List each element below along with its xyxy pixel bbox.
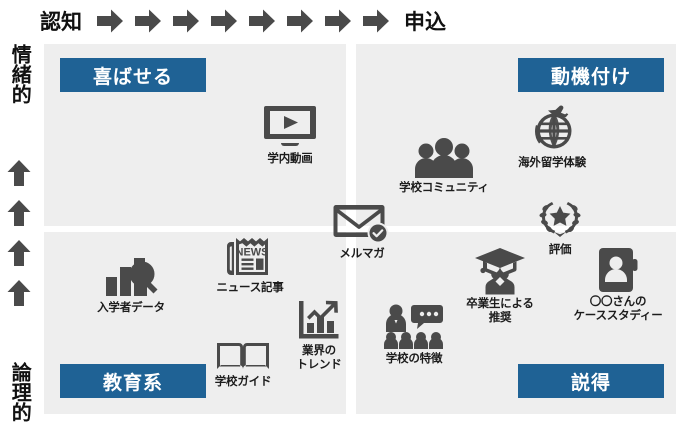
item-school-feature-label: 学校の特徴 (385, 353, 443, 365)
item-abroad-label: 海外留学体験 (518, 157, 586, 169)
item-mailmag-label: メルマガ (339, 248, 385, 260)
arrow-up-icon (7, 200, 31, 226)
graduate-icon (473, 246, 527, 296)
trend-chart-icon (296, 299, 342, 343)
item-admission-data-label: 入学者データ (97, 302, 165, 314)
item-alumni-recommendation[interactable]: 卒業生による 推奨 (448, 246, 552, 325)
item-case-study-label: 〇〇さんの ケーススタディー (573, 296, 663, 322)
bar-chart-search-icon (102, 254, 160, 300)
item-community[interactable]: 学校コミュニティ (386, 138, 502, 196)
item-news-article-label: ニュース記事 (216, 282, 284, 294)
people-group-icon (412, 138, 476, 180)
item-industry-trend[interactable]: 業界の トレンド (278, 299, 360, 372)
arrow-right-icon (97, 9, 123, 33)
tone-axis: 情緒的 論理的 (0, 42, 38, 424)
funnel-axis-start-label: 認知 (40, 11, 82, 34)
arrow-right-icon (173, 9, 199, 33)
presenter-audience-icon (383, 303, 445, 351)
arrow-up-icon (7, 240, 31, 266)
item-news-article[interactable]: NEWS ニュース記事 (200, 232, 300, 296)
item-school-guide[interactable]: 学校ガイド (196, 340, 290, 390)
item-rating[interactable]: 評価 (512, 198, 608, 258)
item-industry-trend-label: 業界の トレンド (296, 345, 342, 371)
newspaper-icon: NEWS (222, 232, 278, 280)
funnel-arrow-row (96, 8, 390, 34)
arrow-right-icon (363, 9, 389, 33)
quadrant-title-top-left: 喜ばせる (60, 58, 206, 92)
contact-book-icon (595, 246, 641, 294)
item-school-feature[interactable]: 学校の特徴 (366, 303, 462, 367)
item-video[interactable]: 学内動画 (238, 103, 342, 167)
funnel-axis: 認知 (40, 0, 676, 42)
monitor-play-icon (263, 103, 317, 151)
quadrant-title-bottom-left: 教育系 (60, 364, 206, 398)
arrow-right-icon (287, 9, 313, 33)
tone-axis-top-label: 情緒的 (8, 44, 31, 104)
item-video-label: 学内動画 (267, 153, 313, 165)
arrow-up-icon (7, 280, 31, 306)
envelope-check-icon (333, 200, 391, 246)
newspaper-masthead-text: NEWS (236, 247, 269, 259)
arrow-up-icon (7, 160, 31, 186)
item-case-study[interactable]: 〇〇さんの ケーススタディー (562, 246, 674, 323)
arrow-right-icon (325, 9, 351, 33)
globe-airplane-icon (526, 103, 578, 155)
item-school-guide-label: 学校ガイド (214, 376, 272, 388)
item-alumni-recommendation-label: 卒業生による 推奨 (466, 298, 534, 324)
item-admission-data[interactable]: 入学者データ (76, 254, 186, 316)
item-rating-label: 評価 (548, 244, 572, 256)
arrow-right-icon (249, 9, 275, 33)
item-community-label: 学校コミュニティ (399, 182, 489, 194)
item-mailmag[interactable]: メルマガ (312, 200, 412, 262)
tone-axis-bottom-label: 論理的 (8, 362, 31, 422)
tone-arrow-column (6, 159, 32, 307)
arrow-right-icon (211, 9, 237, 33)
arrow-right-icon (135, 9, 161, 33)
open-book-icon (215, 340, 271, 374)
laurel-star-icon (536, 198, 584, 242)
item-abroad[interactable]: 海外留学体験 (497, 103, 607, 171)
quadrant-title-bottom-right: 説得 (518, 364, 664, 398)
funnel-axis-end-label: 申込 (404, 11, 446, 34)
quadrant-title-top-right: 動機付け (518, 58, 664, 92)
